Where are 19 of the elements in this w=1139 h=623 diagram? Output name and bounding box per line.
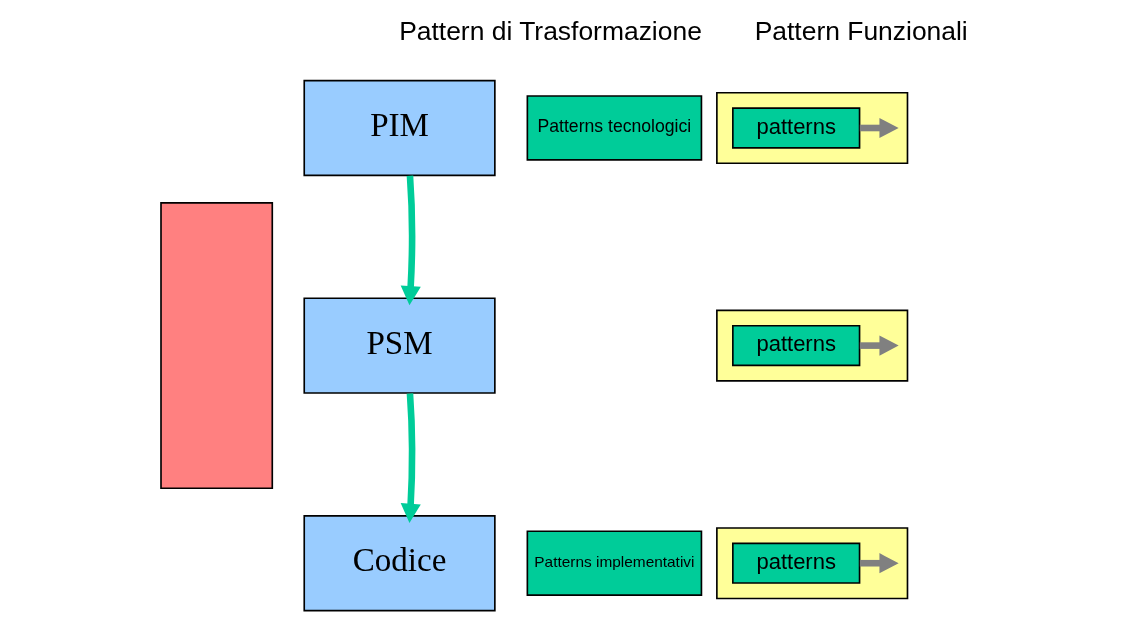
- node-box: [160, 201, 274, 489]
- arrow: [859, 552, 899, 573]
- node-box: PSM: [303, 296, 496, 394]
- arrow: [400, 175, 421, 305]
- node-box: Patterns implementativi: [526, 529, 703, 596]
- node-box: PIM: [303, 79, 496, 176]
- node-box: Codice: [303, 514, 496, 611]
- cluster: [716, 309, 909, 382]
- label: Pattern di Trasformazione: [399, 15, 702, 46]
- node-box: patterns: [732, 324, 861, 366]
- arrow: [859, 335, 899, 356]
- node-box: patterns: [732, 106, 861, 149]
- arrow: [400, 392, 421, 523]
- node-box: Patterns tecnologici: [526, 94, 703, 161]
- label: Pattern Funzionali: [754, 15, 968, 46]
- cluster: [716, 526, 909, 599]
- node-box: patterns: [732, 542, 861, 584]
- arrow: [859, 117, 899, 138]
- cluster: [716, 91, 909, 164]
